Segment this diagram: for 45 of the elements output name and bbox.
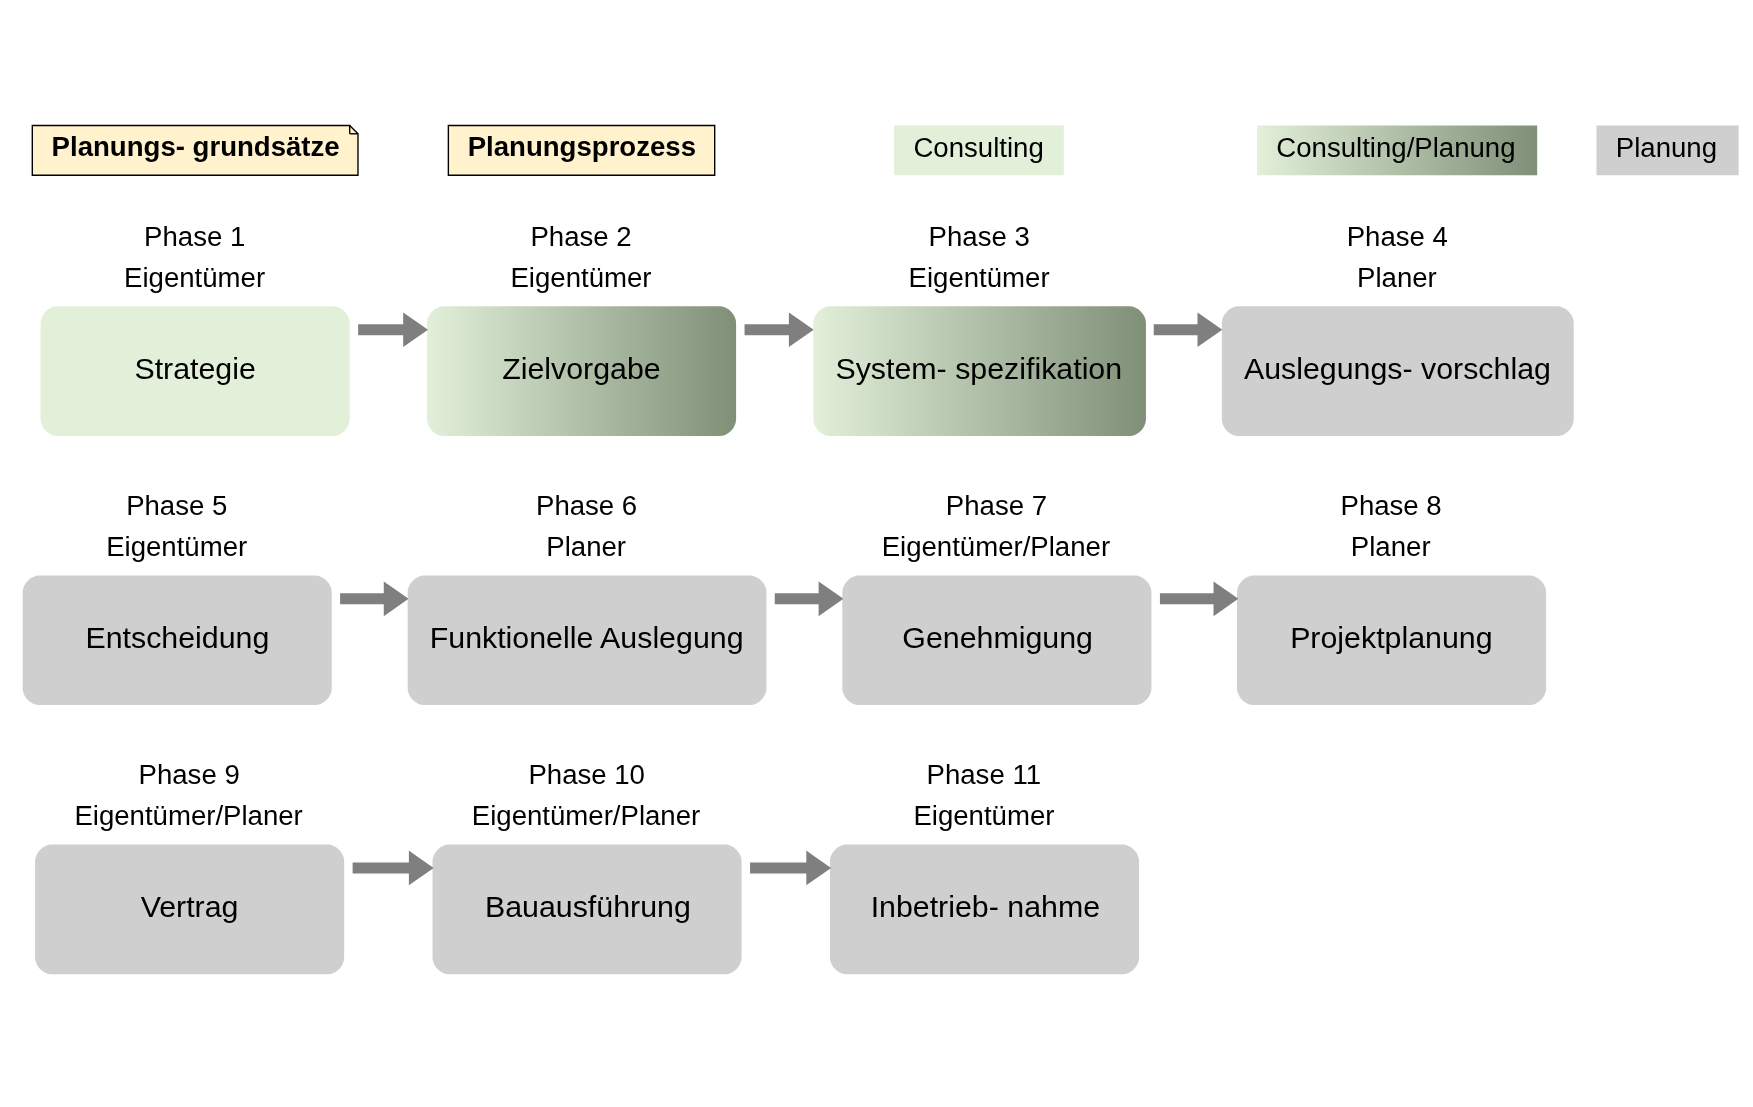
node-label: Phase 2 [530,220,632,252]
node-label: Eigentümer [908,261,1050,293]
node-label: Eigentümer/Planer [471,799,701,831]
node-label: Eigentümer/Planer [74,799,303,831]
node-label: Eigentümer/Planer [881,530,1111,562]
node-label: Planer [1357,261,1437,293]
node-label: Phase 10 [528,758,645,790]
node-box: Bauausführung [432,844,742,974]
node-label: Eigentümer [124,261,266,293]
node-label: Eigentümer [510,261,652,293]
node-box: Entscheidung [22,574,332,705]
arrow [750,850,832,885]
arrow [358,311,428,347]
node-label: Phase 11 [926,758,1042,790]
arrow [1153,311,1223,347]
node-label: Phase 5 [126,489,228,521]
node-label: Phase 9 [138,758,240,790]
node-label: Eigentümer [106,530,248,562]
arrow [744,311,814,347]
node-box: Vertrag [35,844,345,974]
node-box: Strategie [40,305,350,436]
node-label: Phase 1 [144,220,246,252]
node-box: System- spezifikation [813,305,1146,436]
node-label: Planer [1350,530,1431,562]
node-box: Consulting/Planung [1257,125,1538,175]
node-box: Auslegungs- vorschlag [1221,305,1574,436]
node-box: Zielvorgabe [427,305,737,436]
node-box: Projektplanung [1237,574,1547,705]
node-box: Funktionelle Auslegung [407,574,767,705]
node-label: Phase 3 [928,220,1030,252]
arrow [774,581,844,616]
arrow [340,581,409,616]
node-label: Phase 6 [535,489,638,521]
node-label: Planer [546,530,627,562]
node-label: Phase 7 [945,489,1048,521]
node-box: Genehmigung [842,574,1152,705]
arrow [352,850,434,885]
node-label: Phase 8 [1340,489,1442,521]
node-label: Eigentümer [913,799,1055,831]
node-box: Planung [1596,125,1739,175]
arrow [1159,581,1239,616]
node-box: Planungsprozess [447,124,716,176]
node-label: Phase 4 [1346,220,1448,252]
node-box: Inbetrieb- nahme [829,844,1140,974]
node-box: Consulting [894,125,1064,175]
